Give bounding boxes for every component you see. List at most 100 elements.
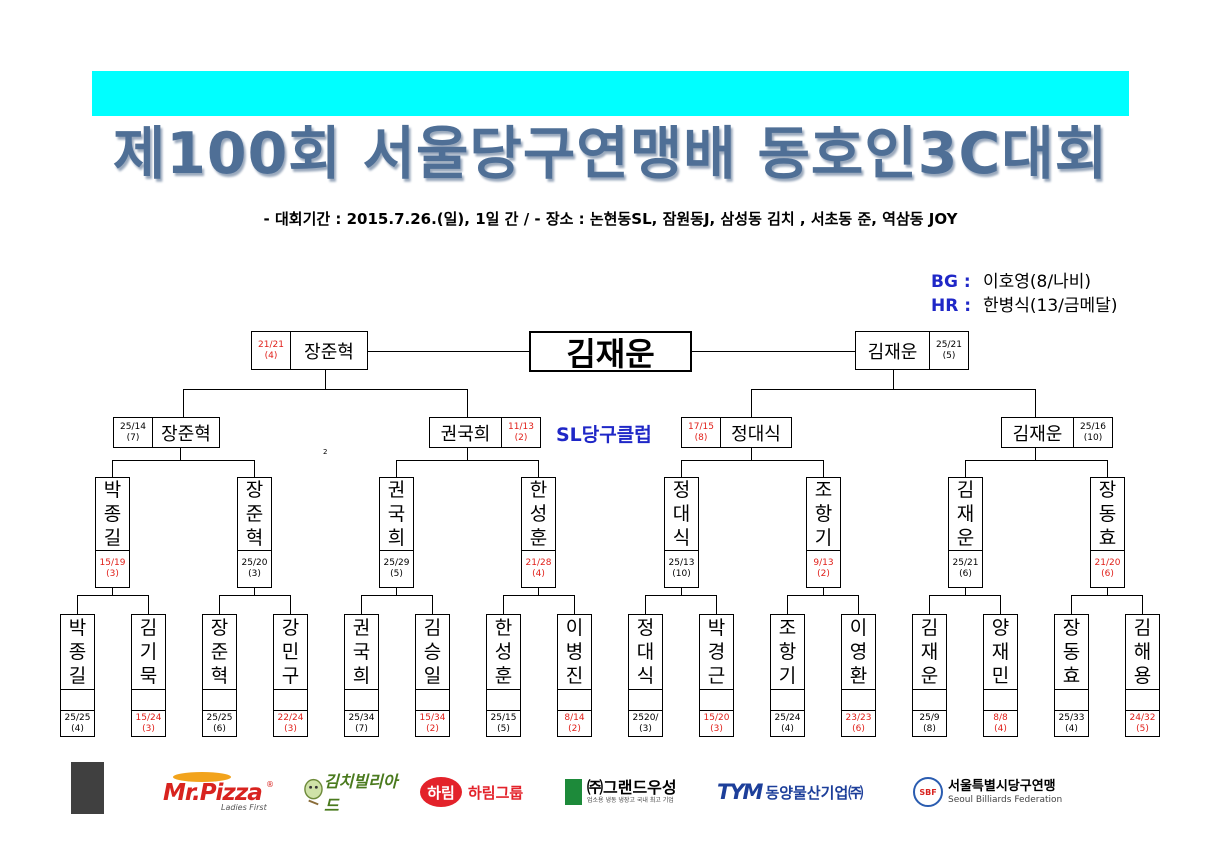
quarter-box: 권국희 25/29(5) [379,477,414,588]
match-score: 8/8(4) [993,712,1008,734]
player-name: 한성훈 [529,479,548,549]
official-bg: BG : 이호영(8/나비) [931,267,1091,292]
player-name: 장준혁 [161,423,211,445]
quarter-box: 장준혁 25/20(3) [237,477,272,588]
player-name: 장준혁 [245,479,264,549]
player-name: 장동효 [1098,479,1117,549]
leaf-icon [565,779,582,805]
match-score: 17/15(8) [682,418,721,447]
stray-mark: 2 [323,448,328,456]
round16-box: 김승일 15/34(2) [415,614,450,737]
final-left-box: 21/21(4) 장준혁 [251,331,368,370]
match-score: 15/19(3) [99,558,126,579]
player-name: 김승일 [423,617,442,687]
player-name: 정대식 [636,617,655,687]
player-name: 양재민 [991,617,1010,687]
match-score: 9/13(2) [813,558,834,579]
quarter-box: 조항기 9/13(2) [806,477,841,588]
official-role: BG : [931,272,971,292]
match-score: 21/20(6) [1094,558,1121,579]
round16-box: 김해용 24/32(5) [1125,614,1160,737]
match-score: 24/32(5) [1129,712,1156,734]
match-score: 25/29(5) [383,558,410,579]
match-score: 25/13(10) [668,558,695,579]
semi-box: 17/15(8) 정대식 [681,417,792,448]
champion-box: 김재운 [529,331,692,373]
match-score: 2520/(3) [632,712,659,734]
player-name: 장동효 [1062,617,1081,687]
player-name: 정대식 [731,423,781,445]
player-name: 김재운 [1012,423,1063,445]
player-name: 권국희 [387,479,406,549]
match-score: 25/33(4) [1058,712,1085,734]
player-name: 조항기 [814,479,833,549]
main-title: 제100회 서울당구연맹배 동호인3C대회 [112,121,1109,187]
round16-box: 양재민 8/8(4) [983,614,1018,737]
player-name: 박경근 [707,617,726,687]
player-name: 이병진 [565,617,584,687]
semi-box: 25/14(7) 장준혁 [113,417,220,448]
player-name: 장준혁 [210,617,229,687]
match-score: 25/25(6) [206,712,233,734]
player-name: 정대식 [672,479,691,549]
quarter-box: 정대식 25/13(10) [664,477,699,588]
sponsor-sbf-logo: SBF 서울특별시당구연맹 Seoul Billiards Federation [913,772,1083,812]
match-score: 8/14(2) [564,712,585,734]
round16-box: 조항기 25/24(4) [770,614,805,737]
round16-box: 한성훈 25/15(5) [486,614,521,737]
round16-box: 이병진 8/14(2) [557,614,592,737]
match-score: 22/24(3) [277,712,304,734]
player-name: 박종길 [103,479,122,549]
sponsor-kimchi-logo: 김치빌리아드 [303,772,408,815]
player-name: 김재운 [867,341,918,363]
match-score: 25/15(5) [490,712,517,734]
match-score: 25/34(7) [348,712,375,734]
match-score: 15/20(3) [703,712,730,734]
match-score: 25/9(8) [919,712,940,734]
match-score: 21/21(4) [252,332,291,369]
player-name: 김재운 [956,479,975,549]
official-role: HR : [931,296,972,316]
round16-box: 박경근 15/20(3) [699,614,734,737]
match-score: 23/23(6) [845,712,872,734]
match-score: 25/21(5) [929,332,968,369]
match-score: 25/25(4) [64,712,91,734]
round16-box: 장동효 25/33(4) [1054,614,1089,737]
quarter-box: 김재운 25/21(6) [948,477,983,588]
final-right-box: 김재운 25/21(5) [855,331,969,370]
player-name: 이영환 [849,617,868,687]
round16-box: 이영환 23/23(6) [841,614,876,737]
official-hr: HR : 한병식(13/금메달) [931,291,1117,316]
player-name: 강민구 [281,617,300,687]
sponsor-dongyang-logo: TYM 동양물산기업㈜ [717,780,864,804]
player-name: 김재운 [920,617,939,687]
match-score: 11/13(2) [501,418,540,447]
mascot-icon [304,778,323,806]
round16-box: 강민구 22/24(3) [273,614,308,737]
sponsor-mrpizza-logo: Mr.Pizza ® Ladies First [145,772,280,812]
sponsor-grand-logo: ㈜그랜드우성 업소용 냉동 냉장고 국내 최고 기업 [565,772,705,812]
player-name: 권국희 [440,423,491,445]
match-score: 25/24(4) [774,712,801,734]
club-label: SL당구클럽 [556,424,652,446]
quarter-box: 박종길 15/19(3) [95,477,130,588]
player-name: 조항기 [778,617,797,687]
match-score: 25/14(7) [114,418,153,447]
player-name: 김해용 [1133,617,1152,687]
sponsor-harim-logo: 하림 하림그룹 [420,772,545,812]
official-name: 한병식(13/금메달) [983,296,1118,316]
player-name: 한성훈 [494,617,513,687]
dark-block [71,762,104,814]
match-score: 25/20(3) [241,558,268,579]
quarter-box: 장동효 21/20(6) [1090,477,1125,588]
event-subtitle: - 대회기간 : 2015.7.26.(일), 1일 간 / - 장소 : 논현… [263,210,958,228]
player-name: 장준혁 [304,341,354,363]
match-score: 15/34(2) [419,712,446,734]
official-name: 이호영(8/나비) [983,272,1092,292]
player-name: 김기묵 [139,617,158,687]
semi-box: 권국희 11/13(2) [429,417,541,448]
match-score: 25/21(6) [952,558,979,579]
